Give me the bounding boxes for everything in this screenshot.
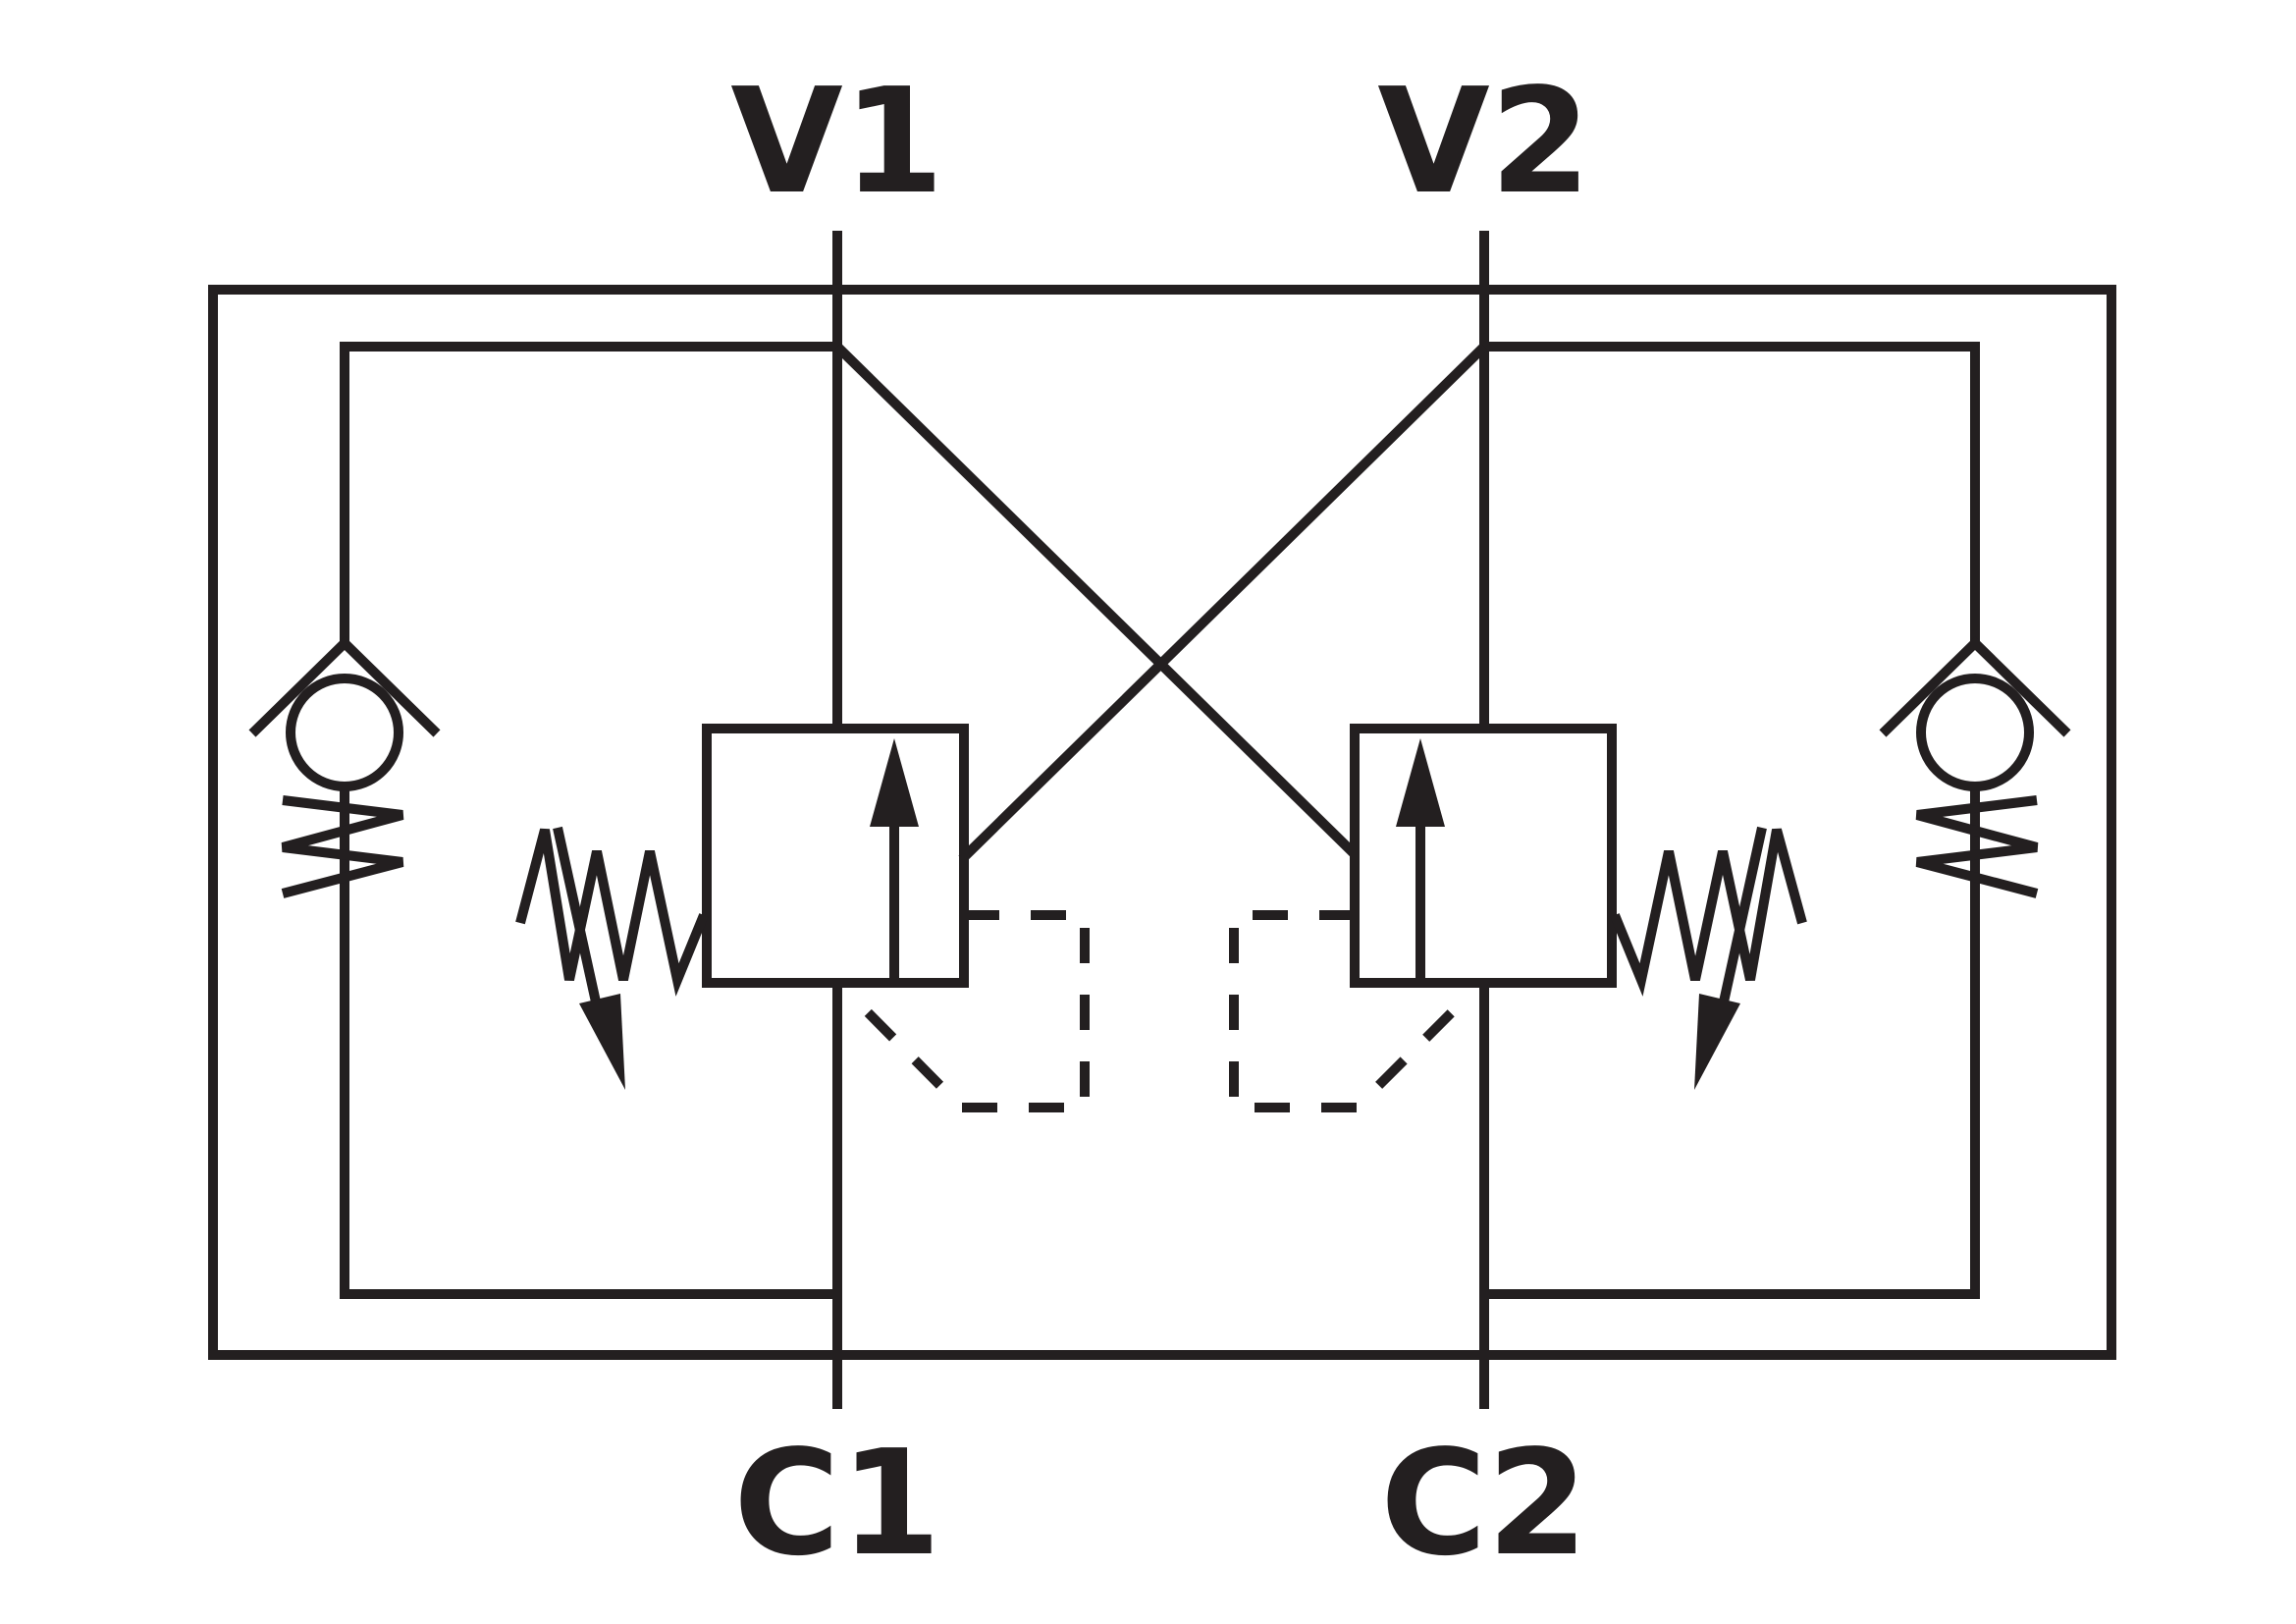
flow-arrow-up-icon	[1396, 738, 1445, 827]
right-bypass-bottom	[1484, 785, 1980, 1299]
valve-envelope	[702, 724, 969, 988]
port-label-v1: V1	[730, 57, 944, 226]
spring-icon	[281, 795, 404, 898]
valve-body-outline	[208, 285, 2116, 1360]
adjust-arrow-head-icon	[579, 994, 625, 1090]
left-bypass-top	[340, 342, 837, 648]
check-valve-ball-icon	[286, 674, 403, 791]
port-label-c2: C2	[1380, 1419, 1588, 1588]
spring-icon	[1915, 795, 2039, 898]
port-label-c1: C1	[733, 1419, 941, 1588]
pilot-line-v1-to-right-valve	[833, 343, 1359, 858]
left-counterbalance-valve	[515, 724, 1090, 1112]
drain-pilot-dashed-line	[858, 910, 1090, 1112]
pilot-line-v2-to-left-valve	[958, 343, 1488, 863]
port-label-v2: V2	[1377, 57, 1591, 226]
check-valve-seat-icon	[1879, 636, 2071, 737]
right-bypass-top	[1484, 342, 1980, 648]
right-counterbalance-valve	[1229, 724, 1807, 1112]
check-valve-ball-icon	[1916, 674, 2034, 791]
left-bypass-bottom	[340, 785, 837, 1299]
adjust-arrow-shaft	[1718, 826, 1767, 1008]
check-valve-seat-icon	[248, 636, 441, 737]
adjustable-spring-icon	[1610, 828, 1807, 997]
flow-arrow-up-icon	[870, 738, 919, 827]
adjust-arrow-shaft	[553, 826, 602, 1008]
left-check-valve	[248, 636, 441, 898]
adjust-arrow-head-icon	[1694, 994, 1740, 1090]
right-check-valve	[1879, 636, 2071, 898]
drain-pilot-dashed-line	[1229, 910, 1462, 1112]
adjustable-spring-icon	[515, 828, 709, 997]
valve-envelope	[1350, 724, 1617, 988]
